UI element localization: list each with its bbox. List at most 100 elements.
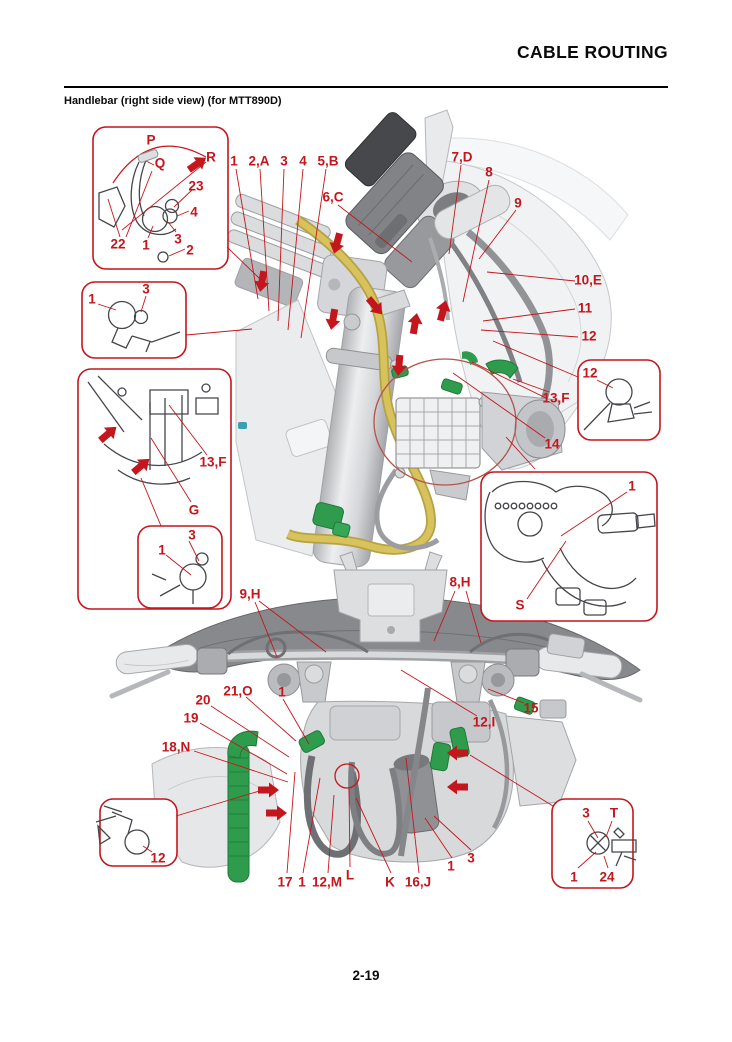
leader-line (176, 210, 190, 217)
inset-art-layer (87, 145, 656, 867)
callout-17: 17 (277, 875, 292, 890)
callout-14: 14 (544, 437, 560, 452)
callout-1: 1 (628, 479, 636, 494)
leader-line (287, 168, 304, 331)
leader-line (462, 179, 490, 303)
leader-line (486, 271, 576, 282)
routing-arrow (365, 296, 383, 315)
leader-line (254, 601, 278, 658)
leader-line (465, 590, 482, 644)
callout-12,M: 12,M (312, 875, 342, 890)
highlight-ring (334, 763, 360, 789)
leader-line (433, 590, 456, 642)
leader-line (478, 209, 517, 260)
callout-10,E: 10,E (574, 273, 602, 288)
leader-line (596, 379, 614, 389)
leader-line (512, 378, 550, 393)
callout-21,O: 21,O (223, 684, 252, 699)
leader-line (150, 437, 192, 503)
leader-line (125, 170, 153, 238)
inset-box-throttle-cable-detail (480, 471, 658, 622)
leader-line (526, 540, 567, 600)
callout-22: 22 (110, 237, 125, 252)
leader-line (199, 722, 288, 775)
routing-arrow (447, 745, 468, 761)
leader-line (97, 303, 117, 311)
leader-line (492, 340, 579, 378)
leader-line (107, 198, 121, 238)
callout-1: 1 (88, 292, 96, 307)
callout-12: 12 (582, 366, 597, 381)
callout-3: 3 (467, 851, 475, 866)
routing-arrow (436, 300, 451, 322)
leader-line (282, 698, 310, 745)
callout-3: 3 (188, 528, 196, 543)
leader-line (185, 328, 253, 336)
leader-line (469, 754, 554, 807)
highlight-rings-layer (334, 358, 517, 789)
callout-4: 4 (190, 205, 198, 220)
callout-1: 1 (230, 154, 238, 169)
leader-line (327, 794, 335, 874)
routing-arrow (186, 157, 207, 173)
callout-23: 23 (188, 179, 204, 194)
leader-line (587, 820, 599, 839)
leader-line (168, 248, 186, 257)
leader-line (168, 404, 208, 456)
highlight-ring (373, 358, 517, 486)
callout-Q: Q (155, 156, 166, 171)
callout-1: 1 (298, 875, 306, 890)
callout-3: 3 (174, 232, 182, 247)
callout-9: 9 (514, 196, 522, 211)
callout-L: L (346, 868, 354, 883)
leader-line (302, 777, 321, 874)
leader-line (140, 295, 147, 313)
callout-13,F: 13,F (542, 391, 569, 406)
routing-arrow (407, 313, 423, 335)
routing-arrow (131, 458, 150, 476)
lever-sweep-arc (112, 145, 207, 184)
leader-line (259, 168, 270, 312)
routing-arrows-layer (98, 157, 468, 821)
leader-line (286, 771, 296, 874)
callout-K: K (385, 875, 395, 890)
page-number: 2-19 (352, 968, 380, 983)
leader-line (173, 189, 193, 208)
leader-line (165, 554, 192, 576)
leader-line (433, 815, 472, 851)
inset-box-clamp-detail-c (577, 359, 661, 441)
callout-1: 1 (278, 685, 286, 700)
routing-arrow (329, 232, 344, 254)
callout-20: 20 (195, 693, 210, 708)
leader-line (560, 491, 628, 537)
leader-line (300, 168, 327, 339)
routing-arrow (447, 779, 468, 795)
callout-19: 19 (183, 711, 198, 726)
leader-line (188, 540, 200, 562)
leader-line (452, 372, 546, 439)
leader-line (210, 705, 290, 758)
leader-line (487, 688, 525, 704)
leader-line (147, 225, 154, 239)
leader-line (603, 855, 609, 869)
routing-arrow (254, 270, 270, 292)
leader-line (277, 168, 285, 322)
routing-arrow (391, 354, 407, 376)
leader-line (175, 788, 267, 817)
leader-lines-layer (97, 160, 628, 874)
callout-G: G (189, 503, 200, 518)
callout-12: 12 (581, 329, 596, 344)
callout-S: S (515, 598, 524, 613)
leader-line (505, 436, 536, 470)
callout-8,H: 8,H (449, 575, 470, 590)
leader-line (226, 246, 261, 280)
leader-line (167, 221, 177, 233)
leader-line (193, 750, 289, 783)
callout-13,F: 13,F (199, 455, 226, 470)
callout-12: 12 (150, 851, 165, 866)
callout-T: T (610, 806, 619, 821)
callout-8: 8 (485, 165, 493, 180)
